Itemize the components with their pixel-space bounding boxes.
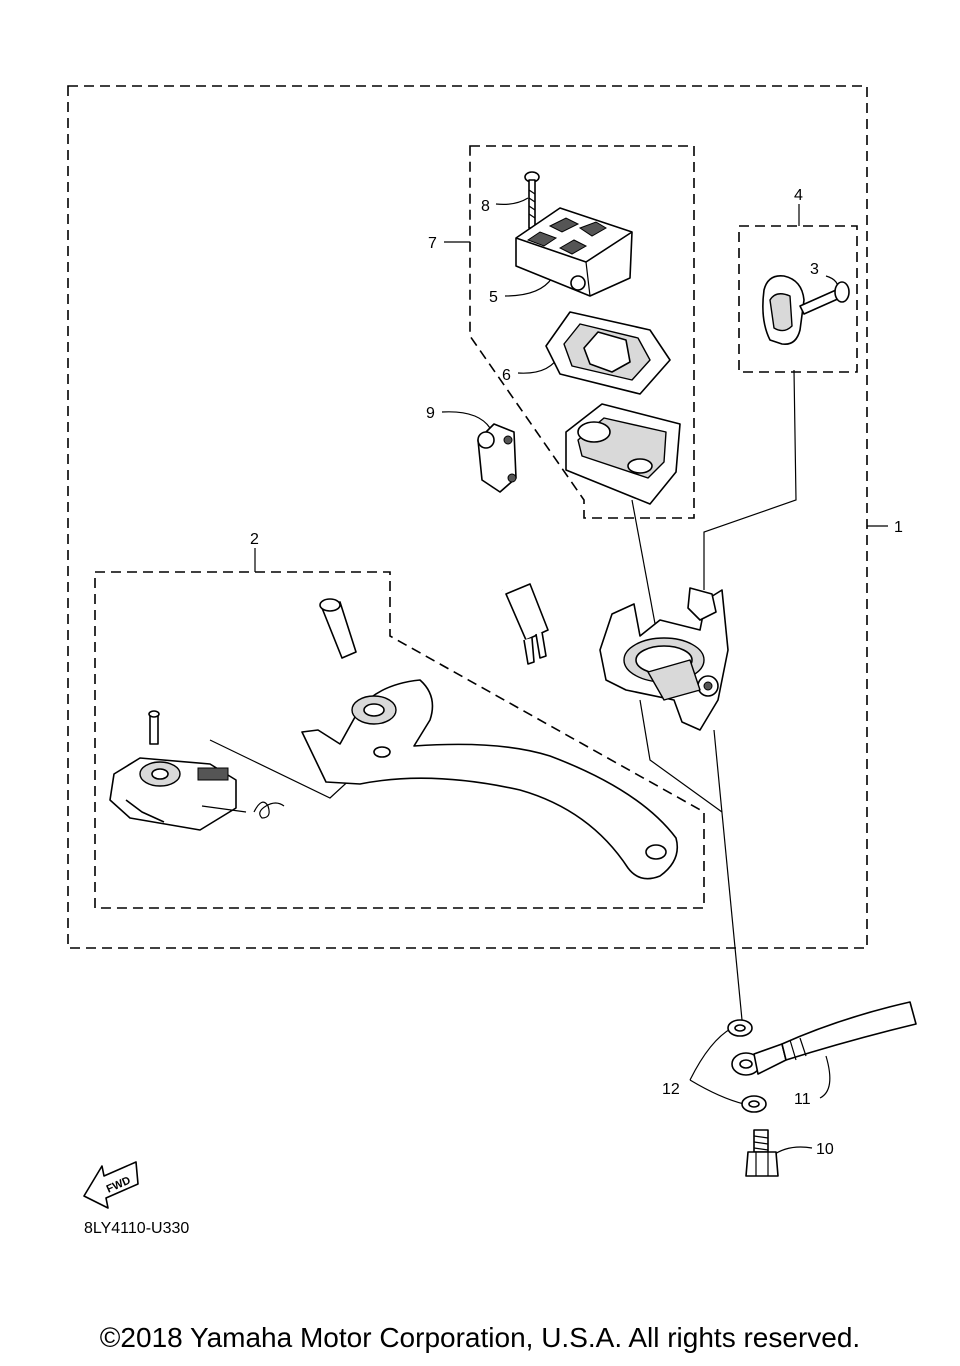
leader-10	[771, 1146, 813, 1157]
subassembly-boundary-2	[94, 571, 705, 909]
assembly-line-lever	[639, 699, 723, 813]
leader-11	[819, 1055, 831, 1099]
part-number-5: 5	[489, 289, 498, 306]
leader-12a	[689, 1027, 733, 1081]
diaphragm-part-6	[545, 311, 671, 395]
spring-part	[201, 801, 285, 819]
collar-pin	[319, 598, 357, 659]
part-number-1: 1	[894, 519, 903, 536]
subassembly-boundary-7	[469, 145, 695, 519]
brake-switch-part-9	[471, 423, 549, 665]
part-number-10: 10	[816, 1141, 834, 1158]
brake-hose-part-11	[731, 1001, 917, 1076]
washer-part-12a	[727, 1019, 753, 1037]
subassembly-boundary-4	[738, 225, 858, 373]
leader-9	[441, 411, 491, 429]
part-number-12: 12	[662, 1081, 680, 1098]
part-number-11: 11	[794, 1091, 811, 1108]
assembly-line-banjo	[713, 729, 743, 1021]
leader-8	[495, 197, 529, 205]
leader-5	[504, 277, 553, 297]
assembly-line-bracket	[703, 369, 797, 590]
reservoir-body	[565, 403, 681, 505]
part-number-6: 6	[502, 367, 511, 384]
screw-part-8	[524, 171, 540, 229]
clamp-bracket-part-4	[762, 274, 805, 346]
part-number-7: 7	[428, 235, 437, 252]
diagram-code: 8LY4110-U330	[84, 1220, 190, 1237]
brake-lever-part-2	[301, 679, 679, 880]
part-number-8: 8	[481, 198, 490, 215]
washer-part-12b	[741, 1095, 767, 1113]
banjo-bolt-part-10	[745, 1129, 779, 1177]
lever-adjuster	[109, 757, 237, 831]
part-number-2: 2	[250, 531, 259, 548]
pin-part	[148, 710, 160, 745]
master-cylinder-part-1	[599, 587, 729, 731]
part-number-9: 9	[426, 405, 435, 422]
bolt-part-3	[799, 281, 850, 315]
copyright-notice: ©2018 Yamaha Motor Corporation, U.S.A. A…	[99, 1322, 861, 1353]
reservoir-cap-part-5	[515, 207, 633, 297]
leader-12b	[689, 1079, 745, 1105]
part-number-3: 3	[810, 261, 819, 278]
part-number-4: 4	[794, 187, 803, 204]
fwd-arrow-icon: FWD	[83, 1161, 139, 1209]
